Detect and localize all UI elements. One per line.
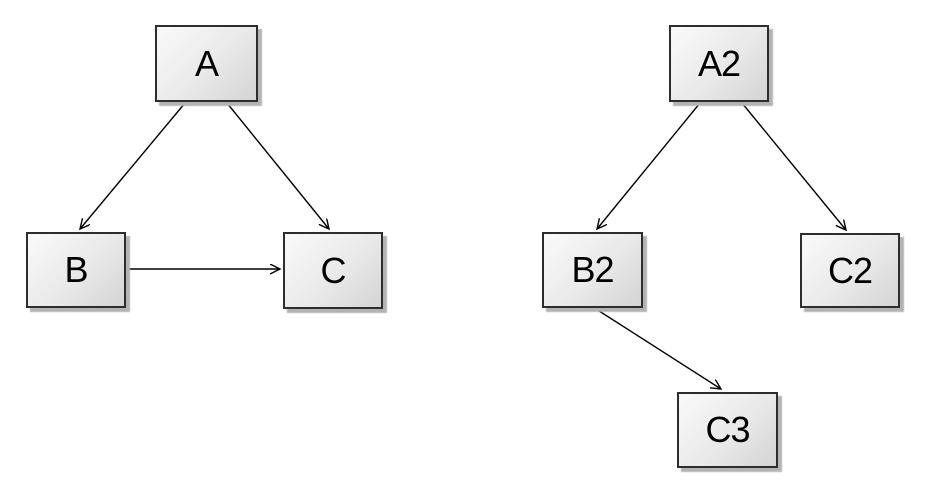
node-B2: B2 [542,232,643,308]
node-label: C [320,249,347,291]
edge-A-C [226,102,329,229]
node-A2: A2 [669,25,769,102]
node-B: B [26,232,126,308]
edge-A-B [80,102,186,229]
node-C3: C3 [677,392,778,468]
node-C2: C2 [800,233,900,308]
node-label: B [64,249,88,290]
node-label: C3 [705,409,750,450]
node-label: A [194,42,219,84]
node-A: A [155,25,258,102]
node-label: B2 [571,249,614,290]
edge-B2-C3 [595,308,721,389]
node-label: C2 [827,249,873,291]
node-label: A2 [697,42,741,84]
node-C: C [283,232,383,309]
edge-A2-C2 [741,102,846,230]
edge-A2-B2 [597,102,701,229]
